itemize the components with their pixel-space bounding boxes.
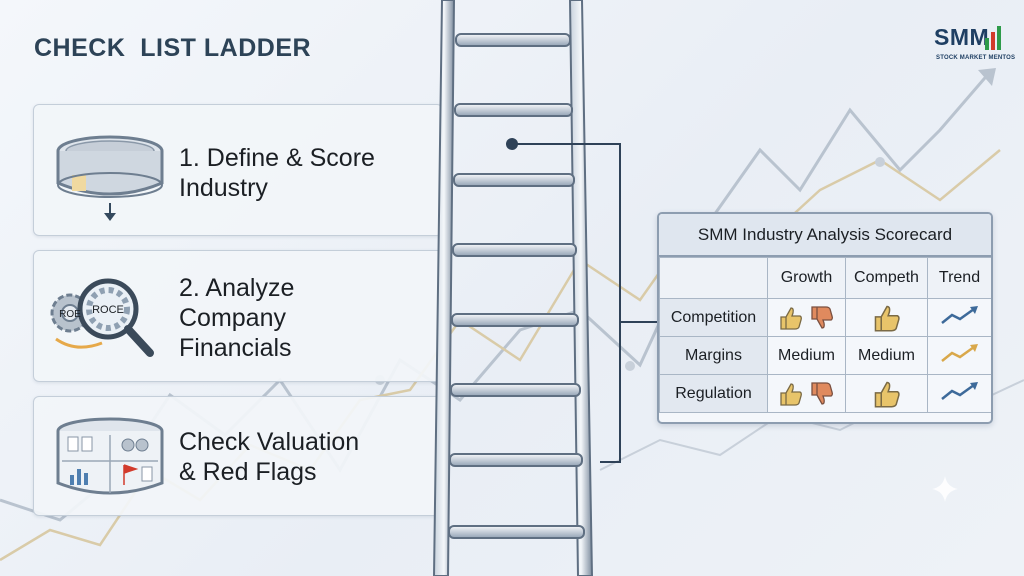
step-label-line: Industry	[179, 174, 268, 202]
ladder-rung	[448, 525, 585, 539]
ladder-graphic	[432, 0, 594, 576]
ladder-rung	[450, 383, 581, 397]
ladder-rung	[453, 173, 575, 187]
scorecard-column-header: Competh	[845, 257, 928, 299]
scorecard-column-header: Trend	[927, 257, 991, 299]
scorecard-row-label: Competition	[659, 298, 768, 337]
background-dot	[875, 157, 885, 167]
sieve-reports-icon	[56, 417, 164, 495]
roce-label: ROCE	[92, 304, 124, 316]
roe-label: ROE	[59, 309, 81, 320]
scorecard-row: Regulation	[659, 374, 991, 413]
thumbs-down-icon	[811, 381, 833, 405]
step-card-define-industry: 1. Define & Score Industry	[33, 104, 443, 236]
scorecard-table: Growth Competh Trend Competition Margins…	[659, 257, 991, 413]
scorecard-cell	[767, 298, 846, 337]
scorecard-cell	[927, 374, 991, 413]
ladder-rung	[455, 33, 571, 47]
step-card-analyze-financials: ROE ROCE 2. Analyze Company Financials	[33, 250, 443, 382]
scorecard-title: SMM Industry Analysis Scorecard	[659, 214, 991, 257]
scorecard-column-header: Growth	[767, 257, 846, 299]
scorecard-cell	[927, 298, 991, 337]
thumbs-up-icon	[780, 306, 803, 330]
scorecard-row-label: Regulation	[659, 374, 768, 413]
thumbs-up-icon	[874, 381, 900, 407]
scorecard-row-label: Margins	[659, 336, 768, 375]
trend-up-arrow-icon	[940, 306, 978, 324]
logo-tagline: STOCK MARKET MENTOS	[936, 55, 1016, 61]
scorecard-cell	[927, 336, 991, 375]
step-label: Check Valuation & Red Flags	[179, 427, 359, 487]
step-label-line: Company	[179, 304, 286, 332]
scorecard-corner-cell	[659, 257, 768, 299]
thumbs-up-icon	[874, 305, 900, 331]
step-card-valuation-red-flags: Check Valuation & Red Flags	[33, 396, 443, 516]
ladder-rung	[451, 313, 579, 327]
scorecard-cell	[767, 374, 846, 413]
background-arrow-head	[978, 68, 996, 86]
logo-bars-icon	[985, 26, 1001, 50]
ladder-left-rail	[432, 0, 456, 576]
step-label-line: & Red Flags	[179, 458, 317, 486]
step-label: 2. Analyze Company Financials	[179, 273, 294, 363]
trend-up-arrow-icon	[940, 344, 978, 362]
brand-logo: SMM STOCK MARKET MENTOS	[928, 18, 1015, 72]
scorecard-header-row: Growth Competh Trend	[659, 257, 991, 299]
ladder-rung	[449, 453, 583, 467]
step-label-line: Check Valuation	[179, 428, 360, 456]
industry-scorecard: SMM Industry Analysis Scorecard Growth C…	[657, 212, 993, 424]
background-dot	[625, 361, 635, 371]
connector-line	[512, 143, 658, 463]
step-label-line: 2. Analyze	[179, 274, 295, 302]
scorecard-row: Competition	[659, 298, 991, 337]
connector-bracket	[506, 138, 658, 463]
scorecard-cell: Medium	[767, 336, 846, 375]
background-line-gray	[0, 71, 992, 522]
scorecard-cell: Medium	[845, 336, 928, 375]
scorecard-cell	[845, 298, 928, 337]
sieve-icon	[56, 135, 164, 221]
thumbs-up-icon	[780, 382, 803, 406]
ladder-rung	[452, 243, 577, 257]
magnifier-gears-icon: ROE ROCE	[50, 278, 154, 357]
logo-text: SMM	[934, 24, 990, 50]
sparkle-icon	[932, 476, 958, 502]
scorecard-row: Margins Medium Medium	[659, 336, 991, 375]
scorecard-cell	[845, 374, 928, 413]
thumbs-down-icon	[811, 305, 833, 329]
page-title: CHECK LIST LADDER	[34, 34, 312, 62]
trend-up-arrow-icon	[940, 382, 978, 400]
step-label-line: 1. Define & Score	[179, 144, 375, 172]
step-label: 1. Define & Score Industry	[179, 143, 375, 203]
ladder-rung	[454, 103, 573, 117]
step-label-line: Financials	[179, 334, 292, 362]
